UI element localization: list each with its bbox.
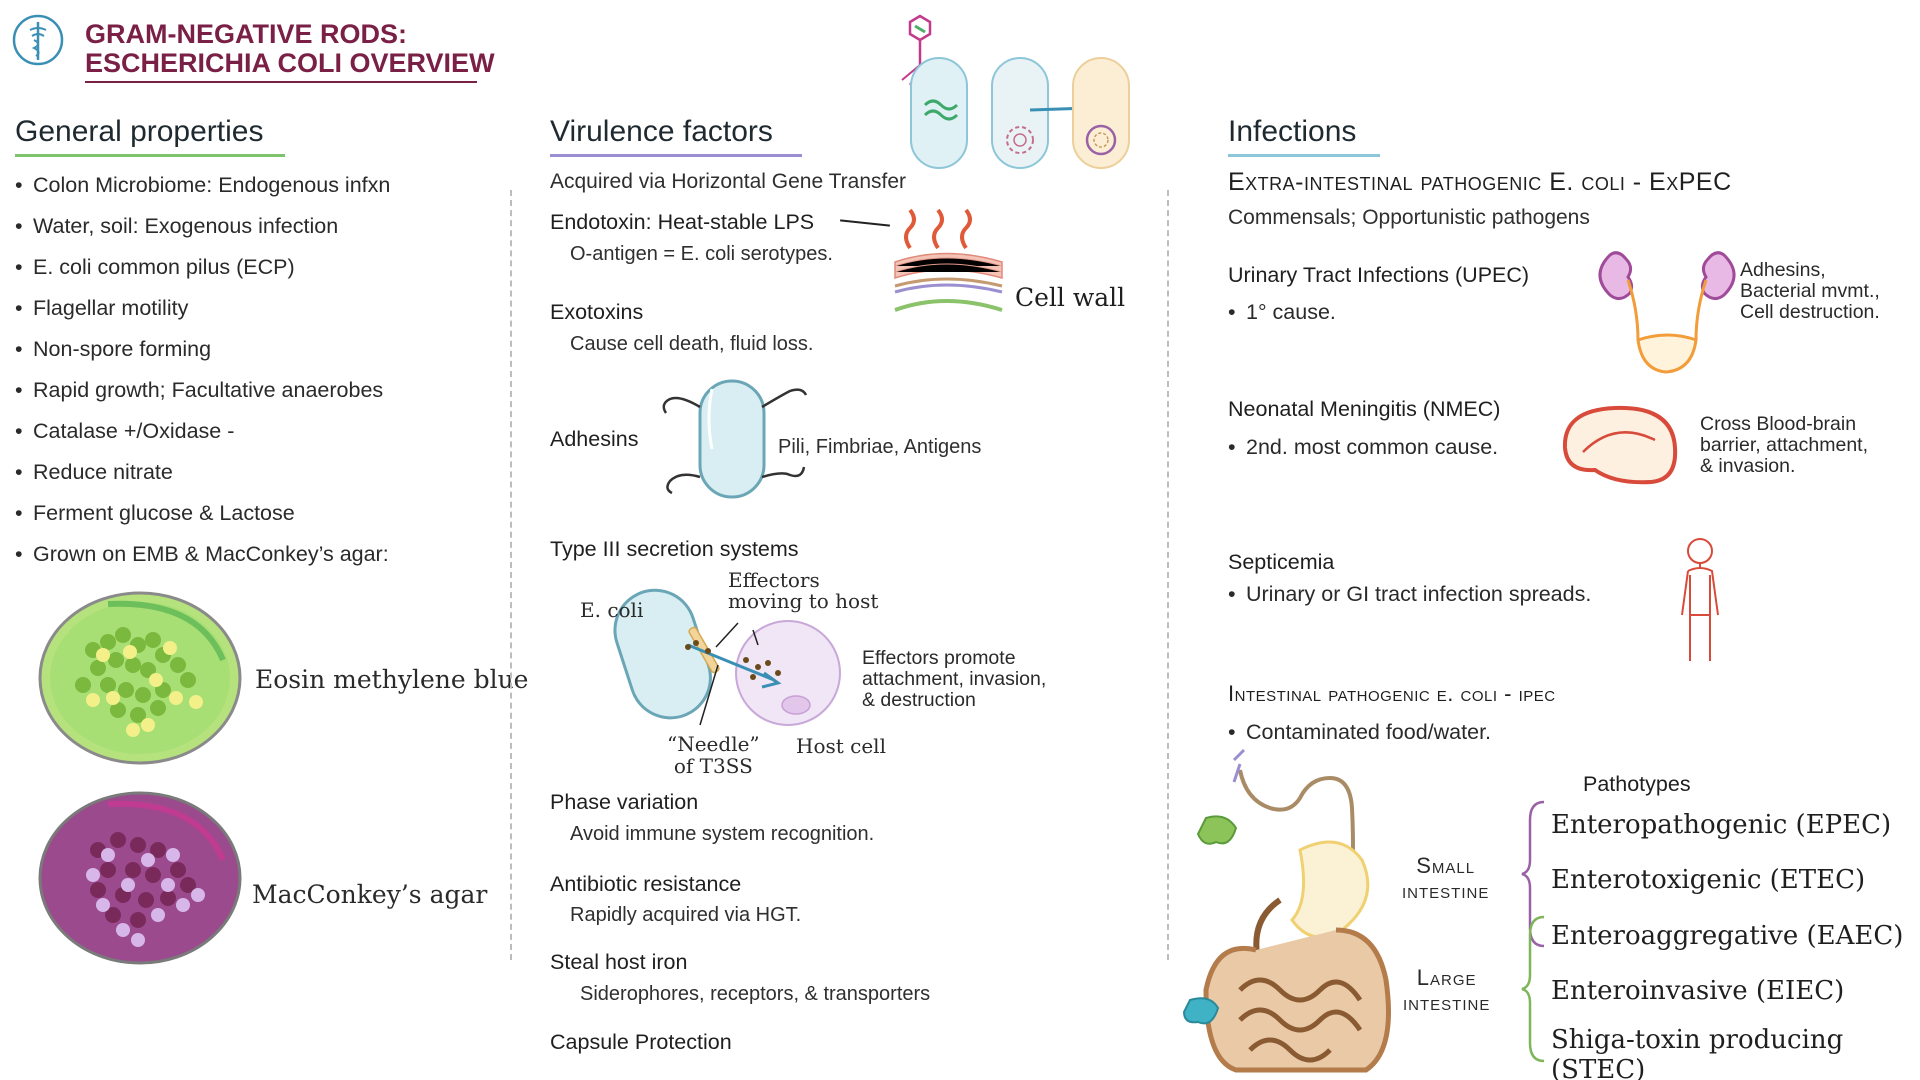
emb-label: Eosin methylene blue — [255, 665, 529, 694]
list-item: •Ferment glucose & Lactose — [15, 501, 295, 525]
ipec-heading: Intestinal pathogenic e. coli - ipec — [1228, 681, 1556, 706]
pathotype-item: Enteroinvasive (EIEC) — [1551, 976, 1845, 1006]
title-line-2: ESCHERICHIA COLI OVERVIEW — [85, 48, 495, 78]
phase-heading: Phase variation — [550, 790, 699, 814]
logo-badge — [12, 14, 64, 66]
column-divider-2 — [1167, 190, 1169, 960]
title-line-1: GRAM-NEGATIVE RODS: — [85, 19, 407, 49]
list-item: •Flagellar motility — [15, 296, 189, 320]
intestine-icon — [1182, 748, 1391, 1073]
exotoxins-sub: Cause cell death, fluid loss. — [570, 333, 814, 355]
iron-sub: Siderophores, receptors, & transporters — [580, 983, 931, 1005]
macconkey-label: MacConkey’s agar — [252, 880, 488, 909]
general-underline — [15, 154, 285, 157]
abx-heading: Antibiotic resistance — [550, 872, 742, 896]
brain-icon — [1562, 405, 1678, 485]
list-item: •Catalase +/Oxidase - — [15, 419, 235, 443]
nmec-bullet: •2nd. most common cause. — [1228, 435, 1499, 459]
list-item: •Water, soil: Exogenous infection — [15, 214, 339, 238]
virulence-intro: Acquired via Horizontal Gene Transfer — [550, 170, 907, 193]
uti-label-line-2: Bacterial mvmt., — [1740, 280, 1880, 302]
virulence-title: Virulence factors — [550, 115, 773, 148]
large-intestine-line-2: intestine — [1403, 990, 1491, 1015]
nmec-label-line-3: & invasion. — [1700, 455, 1796, 477]
ipec-bullet: •Contaminated food/water. — [1228, 720, 1492, 744]
uti-bullet: •1° cause. — [1228, 300, 1336, 324]
t3ss-effectors-line-1: Effectors — [728, 568, 820, 592]
large-intestine-line-1: Large — [1416, 965, 1477, 990]
endotoxin-heading: Endotoxin: Heat-stable LPS — [550, 210, 815, 234]
list-item: •Non-spore forming — [15, 337, 212, 361]
t3ss-promote-line-3: & destruction — [862, 689, 976, 711]
pathotypes-title: Pathotypes — [1583, 772, 1691, 796]
nmec-label: Cross Blood-brain barrier, attachment, &… — [1700, 414, 1868, 477]
list-item: •Reduce nitrate — [15, 460, 173, 484]
list-item: •Rapid growth; Facultative anaerobes — [15, 378, 384, 402]
adhesins-label: Pili, Fimbriae, Antigens — [778, 436, 982, 458]
adhesins-bacterium-icon — [662, 379, 808, 499]
pathotype-list: Enteropathogenic (EPEC) Enterotoxigenic … — [1551, 810, 1920, 1080]
t3ss-host-label: Host cell — [796, 734, 886, 758]
pathotype-item: Enteroaggregative (EAEC) — [1551, 921, 1904, 951]
cell-wall-label: Cell wall — [1015, 283, 1126, 312]
page-title: GRAM-NEGATIVE RODS: ESCHERICHIA COLI OVE… — [85, 20, 495, 78]
list-item: •Colon Microbiome: Endogenous infxn — [15, 173, 391, 197]
emb-plate-icon — [38, 591, 242, 765]
pathotype-item: Enteropathogenic (EPEC) — [1551, 810, 1892, 840]
adhesins-heading: Adhesins — [550, 427, 639, 451]
uti-heading: Urinary Tract Infections (UPEC) — [1228, 263, 1530, 287]
endotoxin-pointer — [840, 219, 890, 227]
nmec-heading: Neonatal Meningitis (NMEC) — [1228, 397, 1501, 421]
cell-wall-icon — [894, 208, 1003, 312]
title-rule — [85, 81, 477, 83]
pathotype-item: Enterotoxigenic (ETEC) — [1551, 865, 1866, 895]
general-title: General properties — [15, 115, 264, 148]
phase-sub: Avoid immune system recognition. — [570, 823, 875, 845]
uti-label: Adhesins, Bacterial mvmt., Cell destruct… — [1740, 260, 1880, 323]
t3ss-needle-line-1: “Needle” — [667, 732, 760, 756]
small-intestine-line-1: Small — [1416, 853, 1476, 878]
expec-heading: Extra-intestinal pathogenic E. coli - Ex… — [1228, 168, 1732, 196]
t3ss-needle-label: “Needle” of T3SS — [667, 733, 760, 777]
general-bullets: •Colon Microbiome: Endogenous infxn •Wat… — [15, 173, 390, 583]
infections-title: Infections — [1228, 115, 1357, 148]
t3ss-promote-line-2: attachment, invasion, — [862, 668, 1047, 690]
t3ss-ecoli-label: E. coli — [580, 598, 644, 622]
infections-underline — [1228, 154, 1380, 157]
pathotype-item: Shiga-toxin producing (STEC) — [1551, 1025, 1844, 1080]
endotoxin-sub: O-antigen = E. coli serotypes. — [570, 243, 833, 265]
exotoxins-heading: Exotoxins — [550, 300, 644, 324]
t3ss-diagram — [613, 588, 841, 726]
nmec-label-line-2: barrier, attachment, — [1700, 434, 1868, 456]
bacteriophage-icon — [901, 14, 1130, 169]
macconkey-plate-icon — [38, 791, 242, 965]
septicemia-bullet: •Urinary or GI tract infection spreads. — [1228, 582, 1592, 606]
capsule-heading: Capsule Protection — [550, 1030, 732, 1054]
uti-label-line-3: Cell destruction. — [1740, 301, 1880, 323]
small-intestine-line-2: intestine — [1402, 878, 1490, 903]
list-item: •Grown on EMB & MacConkey’s agar: — [15, 542, 389, 566]
column-divider-1 — [510, 190, 512, 960]
caduceus-icon — [12, 14, 64, 66]
septicemia-heading: Septicemia — [1228, 550, 1335, 574]
virulence-underline — [550, 154, 802, 157]
t3ss-effectors-line-2: moving to host — [728, 589, 879, 613]
expec-sub: Commensals; Opportunistic pathogens — [1228, 206, 1590, 229]
t3ss-promote-line-1: Effectors promote — [862, 647, 1016, 669]
small-intestine-label: Small intestine — [1402, 853, 1489, 903]
large-intestine-brace — [1521, 915, 1545, 1063]
nmec-label-line-1: Cross Blood-brain — [1700, 413, 1857, 435]
list-item: •E. coli common pilus (ECP) — [15, 255, 295, 279]
large-intestine-label: Large intestine — [1403, 965, 1490, 1015]
uti-label-line-1: Adhesins, — [1740, 259, 1826, 281]
human-figure-icon — [1681, 538, 1719, 661]
t3ss-heading: Type III secretion systems — [550, 537, 799, 561]
t3ss-effectors-label: Effectors moving to host — [728, 570, 878, 612]
abx-sub: Rapidly acquired via HGT. — [570, 904, 802, 926]
iron-heading: Steal host iron — [550, 950, 688, 974]
kidney-icon — [1598, 251, 1736, 374]
t3ss-needle-line-2: of T3SS — [673, 754, 753, 778]
t3ss-promote-label: Effectors promote attachment, invasion, … — [862, 648, 1046, 711]
